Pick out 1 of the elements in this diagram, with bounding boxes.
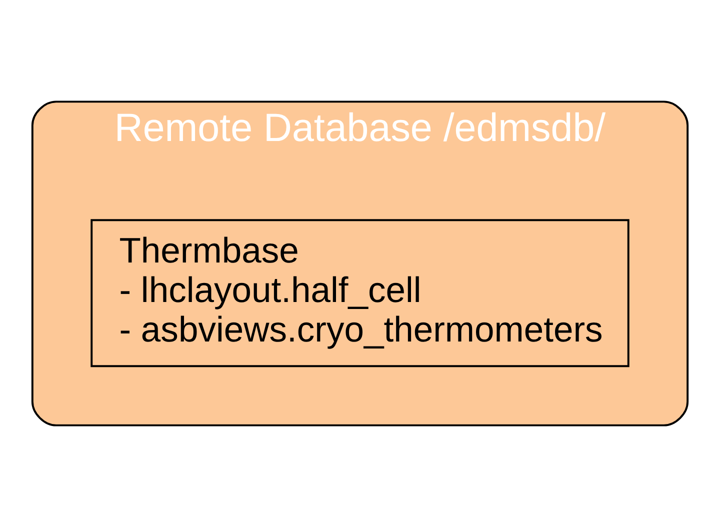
node-box: Thermbase - lhclayout.half_cell - asbviews.cryo_thermometers bbox=[90, 219, 630, 368]
